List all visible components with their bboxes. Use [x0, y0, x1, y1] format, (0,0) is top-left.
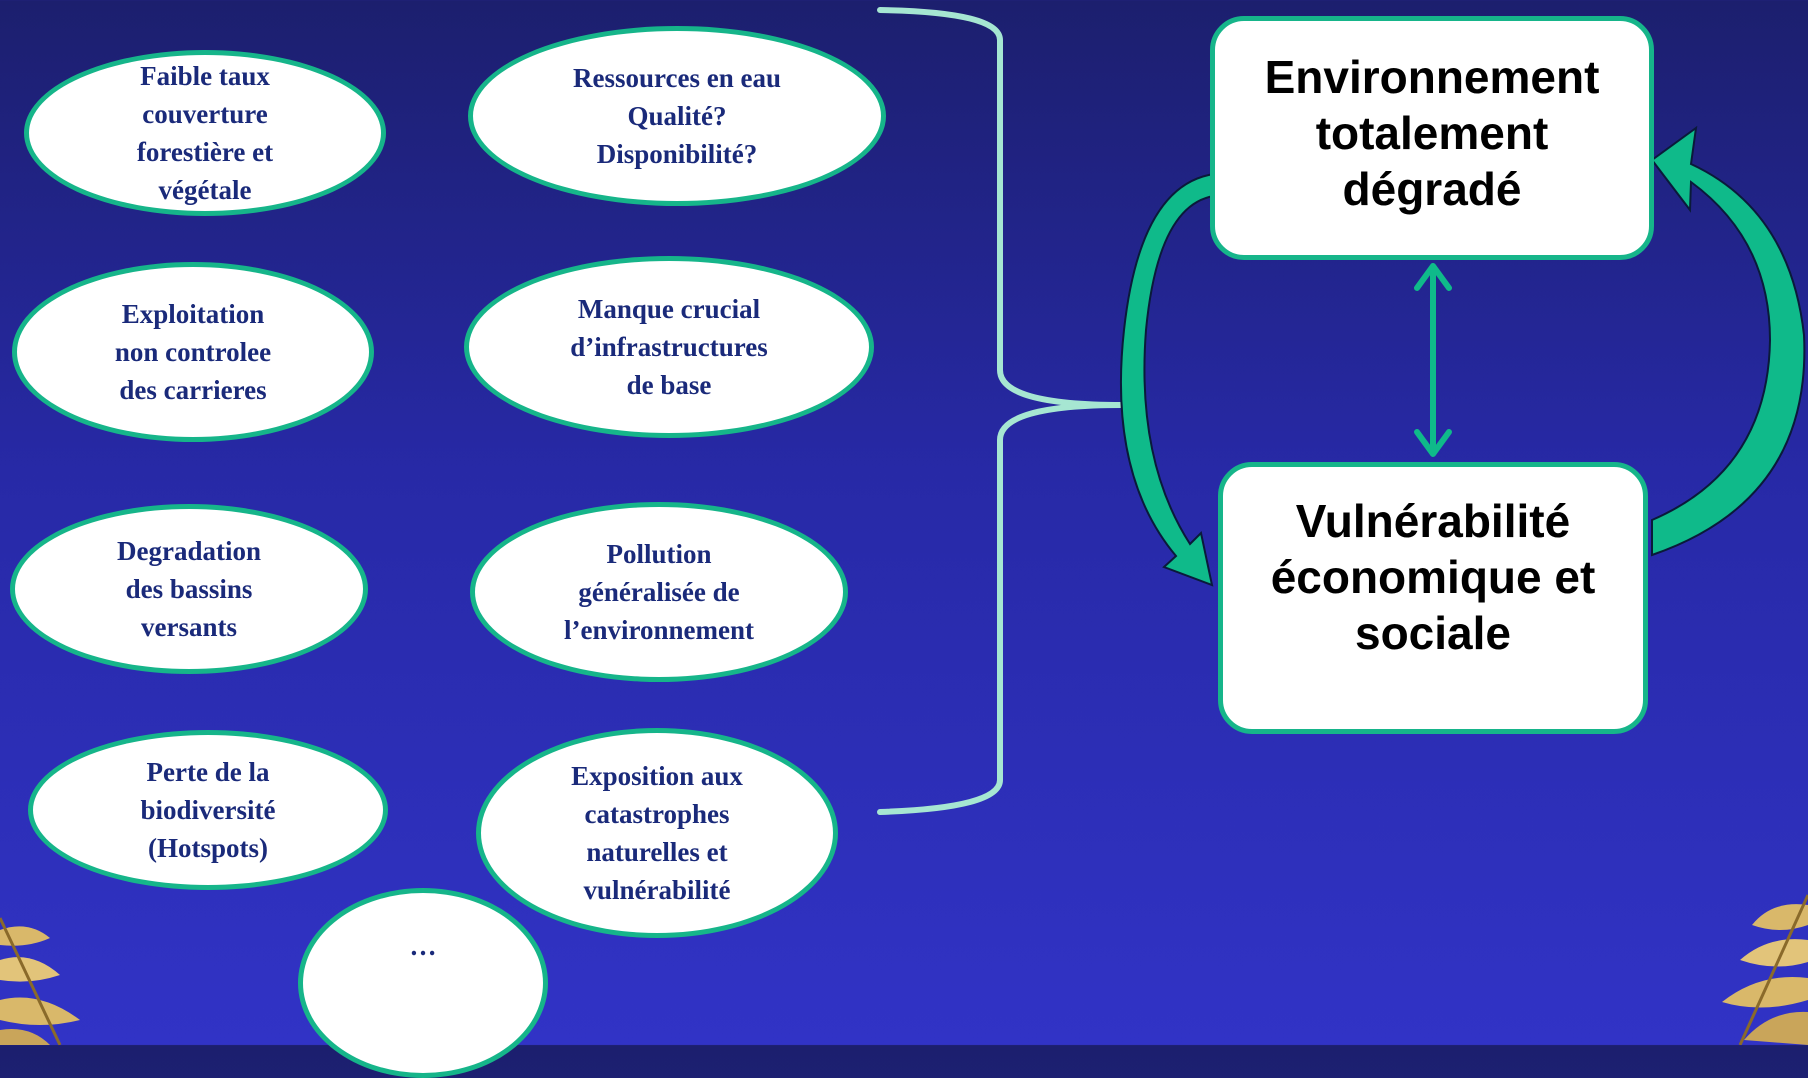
cause-biodiversity: Perte de la biodiversité (Hotspots) [28, 730, 388, 890]
cause-infrastructure: Manque crucial d’infrastructures de base [464, 256, 874, 438]
cause-more: … [298, 888, 548, 1078]
cause-water-resources: Ressources en eau Qualité? Disponibilité… [468, 26, 886, 206]
cause-watersheds: Degradation des bassins versants [10, 504, 368, 674]
curved-arrow-icon [1119, 172, 1215, 587]
cause-pollution: Pollution généralisée de l’environnement [470, 502, 848, 682]
leaf-branch-icon [1722, 894, 1808, 1045]
cause-quarries: Exploitation non controlee des carrieres [12, 262, 374, 442]
environment-degraded-box: Environnement totalement dégradé [1210, 16, 1654, 260]
curved-arrow-icon [1650, 125, 1806, 557]
cause-natural-disasters: Exposition aux catastrophes naturelles e… [476, 728, 838, 938]
leaf-branch-icon [0, 917, 80, 1045]
double-arrow-icon [1414, 263, 1452, 457]
socio-economic-vulnerability-box: Vulnérabilité économique et sociale [1218, 462, 1648, 734]
diagram-connectors [0, 7, 1808, 1045]
cause-forest-cover: Faible taux couverture forestière et vég… [24, 50, 386, 216]
bracket-icon [877, 7, 1125, 815]
